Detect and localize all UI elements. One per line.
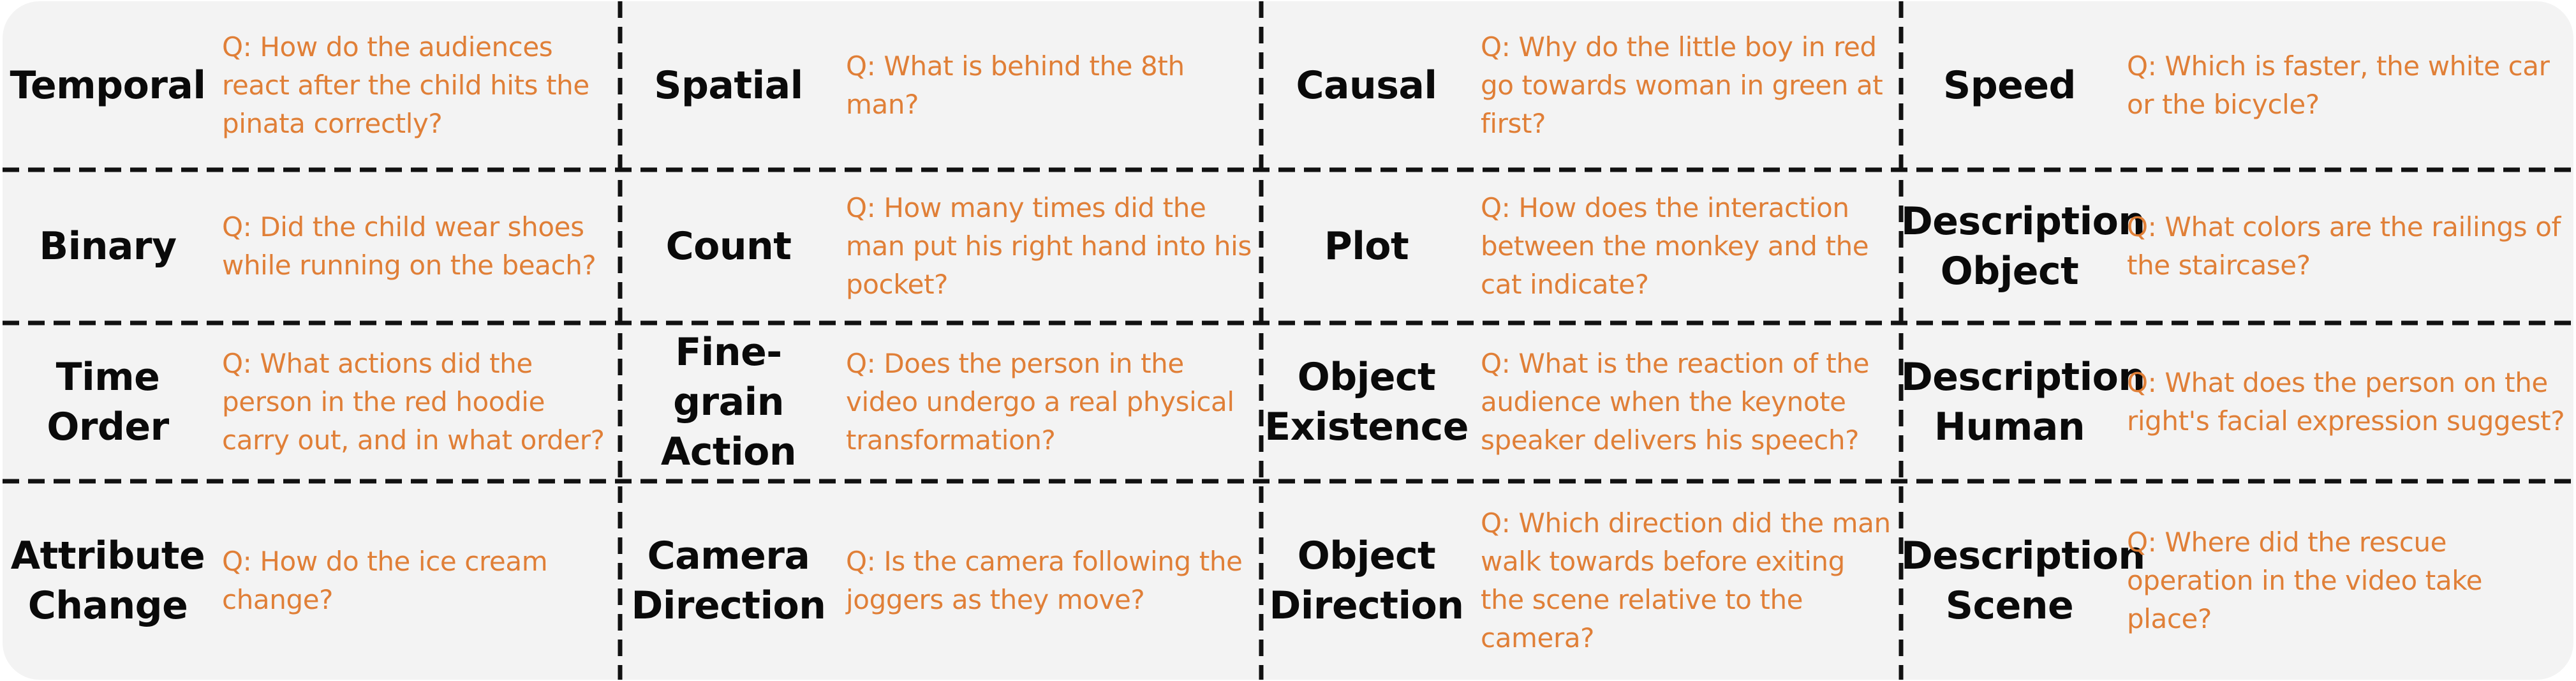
cell-spatial: Spatial Q: What is behind the 8th man?: [620, 1, 1261, 170]
example-question: Q: What is behind the 8th man?: [846, 50, 1185, 120]
cell-description-object: Description Object Q: What colors are th…: [1901, 170, 2573, 323]
example-question: Q: Does the person in the video undergo …: [846, 348, 1234, 456]
cell-description-scene: Description Scene Q: Where did the rescu…: [1901, 481, 2573, 680]
cell-fine-grain-action: Fine-grain Action Q: Does the person in …: [620, 323, 1261, 481]
category-label: Description Scene: [1901, 533, 2145, 628]
category-label: Time Order: [47, 355, 169, 449]
category-label: Binary: [39, 224, 177, 269]
category-label: Causal: [1296, 63, 1437, 108]
category-label: Camera Direction: [631, 533, 826, 628]
cell-speed: Speed Q: Which is faster, the white car …: [1901, 1, 2573, 170]
cell-plot: Plot Q: How does the interaction between…: [1261, 170, 1901, 323]
category-label: Attribute Change: [10, 533, 205, 628]
cell-object-existence: Object Existence Q: What is the reaction…: [1261, 323, 1901, 481]
example-question: Q: How do the audiences react after the …: [222, 31, 589, 139]
cell-camera-direction: Camera Direction Q: Is the camera follow…: [620, 481, 1261, 680]
dashed-grid-lines: [3, 1, 2573, 680]
example-question: Q: Is the camera following the joggers a…: [846, 545, 1243, 615]
category-label: Count: [665, 224, 792, 269]
category-label: Description Human: [1901, 355, 2145, 449]
example-question: Q: What does the person on the right's f…: [2127, 367, 2565, 437]
example-question: Q: What is the reaction of the audience …: [1481, 348, 1870, 456]
category-label: Object Direction: [1269, 533, 1464, 628]
example-question: Q: Where did the rescue operation in the…: [2127, 526, 2483, 634]
cell-attribute-change: Attribute Change Q: How do the ice cream…: [3, 481, 620, 680]
cell-description-human: Description Human Q: What does the perso…: [1901, 323, 2573, 481]
cell-time-order: Time Order Q: What actions did the perso…: [3, 323, 620, 481]
cell-object-direction: Object Direction Q: Which direction did …: [1261, 481, 1901, 680]
example-question: Q: What colors are the railings of the s…: [2127, 211, 2561, 281]
example-question: Q: What actions did the person in the re…: [222, 348, 605, 456]
example-question: Q: How does the interaction between the …: [1481, 192, 1869, 300]
category-label: Temporal: [10, 63, 207, 108]
category-label: Description Object: [1901, 199, 2145, 294]
category-label: Object Existence: [1264, 355, 1469, 449]
example-question: Q: Which is faster, the white car or the…: [2127, 50, 2550, 120]
category-label: Spatial: [654, 63, 803, 108]
cell-causal: Causal Q: Why do the little boy in red g…: [1261, 1, 1901, 170]
cell-temporal: Temporal Q: How do the audiences react a…: [3, 1, 620, 170]
category-label: Fine-grain Action: [660, 330, 797, 474]
category-panel: Temporal Q: How do the audiences react a…: [3, 1, 2573, 680]
example-question: Q: Which direction did the man walk towa…: [1481, 507, 1891, 654]
category-grid: Temporal Q: How do the audiences react a…: [3, 1, 2573, 680]
cell-binary: Binary Q: Did the child wear shoes while…: [3, 170, 620, 323]
example-question: Q: Why do the little boy in red go towar…: [1481, 31, 1883, 139]
example-question: Q: How many times did the man put his ri…: [846, 192, 1252, 300]
example-question: Q: How do the ice cream change?: [222, 545, 548, 615]
category-label: Plot: [1324, 224, 1409, 269]
cell-count: Count Q: How many times did the man put …: [620, 170, 1261, 323]
example-question: Q: Did the child wear shoes while runnin…: [222, 211, 596, 281]
category-label: Speed: [1943, 63, 2076, 108]
